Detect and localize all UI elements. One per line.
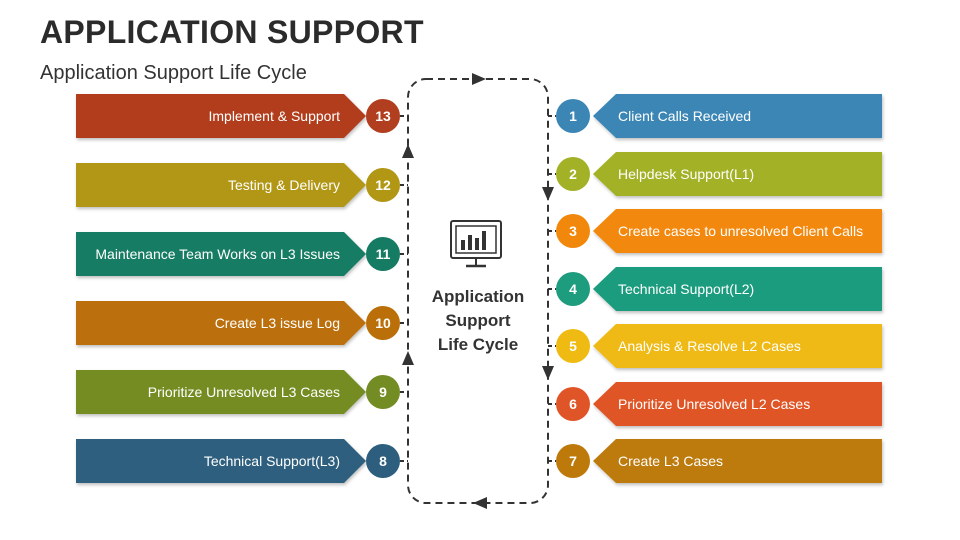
step-9: 9 Prioritize Unresolved L3 Cases bbox=[76, 370, 408, 414]
step-4: 4 Technical Support(L2) bbox=[548, 267, 882, 311]
step-6: 6 Prioritize Unresolved L2 Cases bbox=[548, 382, 882, 426]
arrow-down-icon bbox=[542, 187, 554, 201]
step-number-badge bbox=[556, 99, 590, 133]
step-11: 11 Maintenance Team Works on L3 Issues bbox=[76, 232, 408, 276]
step-label: Analysis & Resolve L2 Cases bbox=[618, 338, 801, 354]
step-8: 8 Technical Support(L3) bbox=[76, 439, 408, 483]
step-number-badge bbox=[366, 375, 400, 409]
step-label: Create L3 Cases bbox=[618, 453, 723, 469]
step-3: 3 Create cases to unresolved Client Calls bbox=[548, 209, 882, 253]
step-number-badge bbox=[366, 237, 400, 271]
step-label: Technical Support(L3) bbox=[204, 453, 340, 469]
step-banner bbox=[593, 439, 882, 483]
step-banner bbox=[593, 382, 882, 426]
step-banner bbox=[76, 163, 366, 207]
step-number: 13 bbox=[375, 108, 391, 124]
step-12: 12 Testing & Delivery bbox=[76, 163, 408, 207]
arrow-down-icon bbox=[542, 366, 554, 380]
step-number: 10 bbox=[375, 315, 391, 331]
arrow-left-icon bbox=[473, 497, 487, 509]
step-label: Client Calls Received bbox=[618, 108, 751, 124]
step-number: 11 bbox=[376, 246, 391, 262]
step-13: 13 Implement & Support bbox=[76, 94, 408, 138]
step-number: 12 bbox=[375, 177, 391, 193]
step-number-badge bbox=[366, 444, 400, 478]
step-banner bbox=[76, 301, 366, 345]
step-2: 2 Helpdesk Support(L1) bbox=[548, 152, 882, 196]
step-number-badge bbox=[366, 99, 400, 133]
step-number: 7 bbox=[569, 453, 577, 469]
step-number: 4 bbox=[569, 281, 577, 297]
step-number: 9 bbox=[379, 384, 387, 400]
step-number-badge bbox=[556, 444, 590, 478]
arrow-up-icon bbox=[402, 351, 414, 365]
step-banner bbox=[593, 267, 882, 311]
step-label: Create L3 issue Log bbox=[215, 315, 340, 331]
step-1: 1 Client Calls Received bbox=[548, 94, 882, 138]
step-banner bbox=[76, 94, 366, 138]
center-title-line-3: Life Cycle bbox=[438, 335, 518, 354]
step-number-badge bbox=[556, 157, 590, 191]
step-number-badge bbox=[556, 214, 590, 248]
step-number-badge bbox=[366, 168, 400, 202]
step-banner bbox=[593, 94, 882, 138]
step-number: 3 bbox=[569, 223, 577, 239]
step-number: 2 bbox=[569, 166, 577, 182]
step-number-badge bbox=[556, 272, 590, 306]
step-label: Create cases to unresolved Client Calls bbox=[618, 223, 863, 239]
monitor-chart-icon bbox=[450, 220, 502, 268]
step-number-badge bbox=[366, 306, 400, 340]
step-number-badge bbox=[556, 387, 590, 421]
step-number-badge bbox=[556, 329, 590, 363]
step-banner bbox=[76, 232, 366, 276]
step-number: 1 bbox=[569, 108, 577, 124]
step-number: 8 bbox=[379, 453, 387, 469]
step-5: 5 Analysis & Resolve L2 Cases bbox=[548, 324, 882, 368]
step-label: Testing & Delivery bbox=[228, 177, 340, 193]
step-label: Prioritize Unresolved L3 Cases bbox=[148, 384, 340, 400]
step-banner bbox=[593, 209, 882, 253]
step-number: 6 bbox=[569, 396, 577, 412]
arrow-right-icon bbox=[472, 73, 486, 85]
page-title: APPLICATION SUPPORT bbox=[40, 14, 424, 50]
step-10: 10 Create L3 issue Log bbox=[76, 301, 408, 345]
step-7: 7 Create L3 Cases bbox=[548, 439, 882, 483]
center-title-line-1: Application bbox=[432, 287, 525, 306]
page-subtitle: Application Support Life Cycle bbox=[40, 62, 307, 84]
step-banner bbox=[76, 370, 366, 414]
step-label: Technical Support(L2) bbox=[618, 281, 754, 297]
arrow-up-icon bbox=[402, 144, 414, 158]
step-number: 5 bbox=[569, 338, 577, 354]
step-label: Maintenance Team Works on L3 Issues bbox=[95, 246, 340, 262]
step-banner bbox=[76, 439, 366, 483]
step-banner bbox=[593, 152, 882, 196]
step-banner bbox=[593, 324, 882, 368]
center-title-line-2: Support bbox=[445, 311, 510, 330]
step-label: Prioritize Unresolved L2 Cases bbox=[618, 396, 810, 412]
step-label: Helpdesk Support(L1) bbox=[618, 166, 754, 182]
step-label: Implement & Support bbox=[208, 108, 340, 124]
